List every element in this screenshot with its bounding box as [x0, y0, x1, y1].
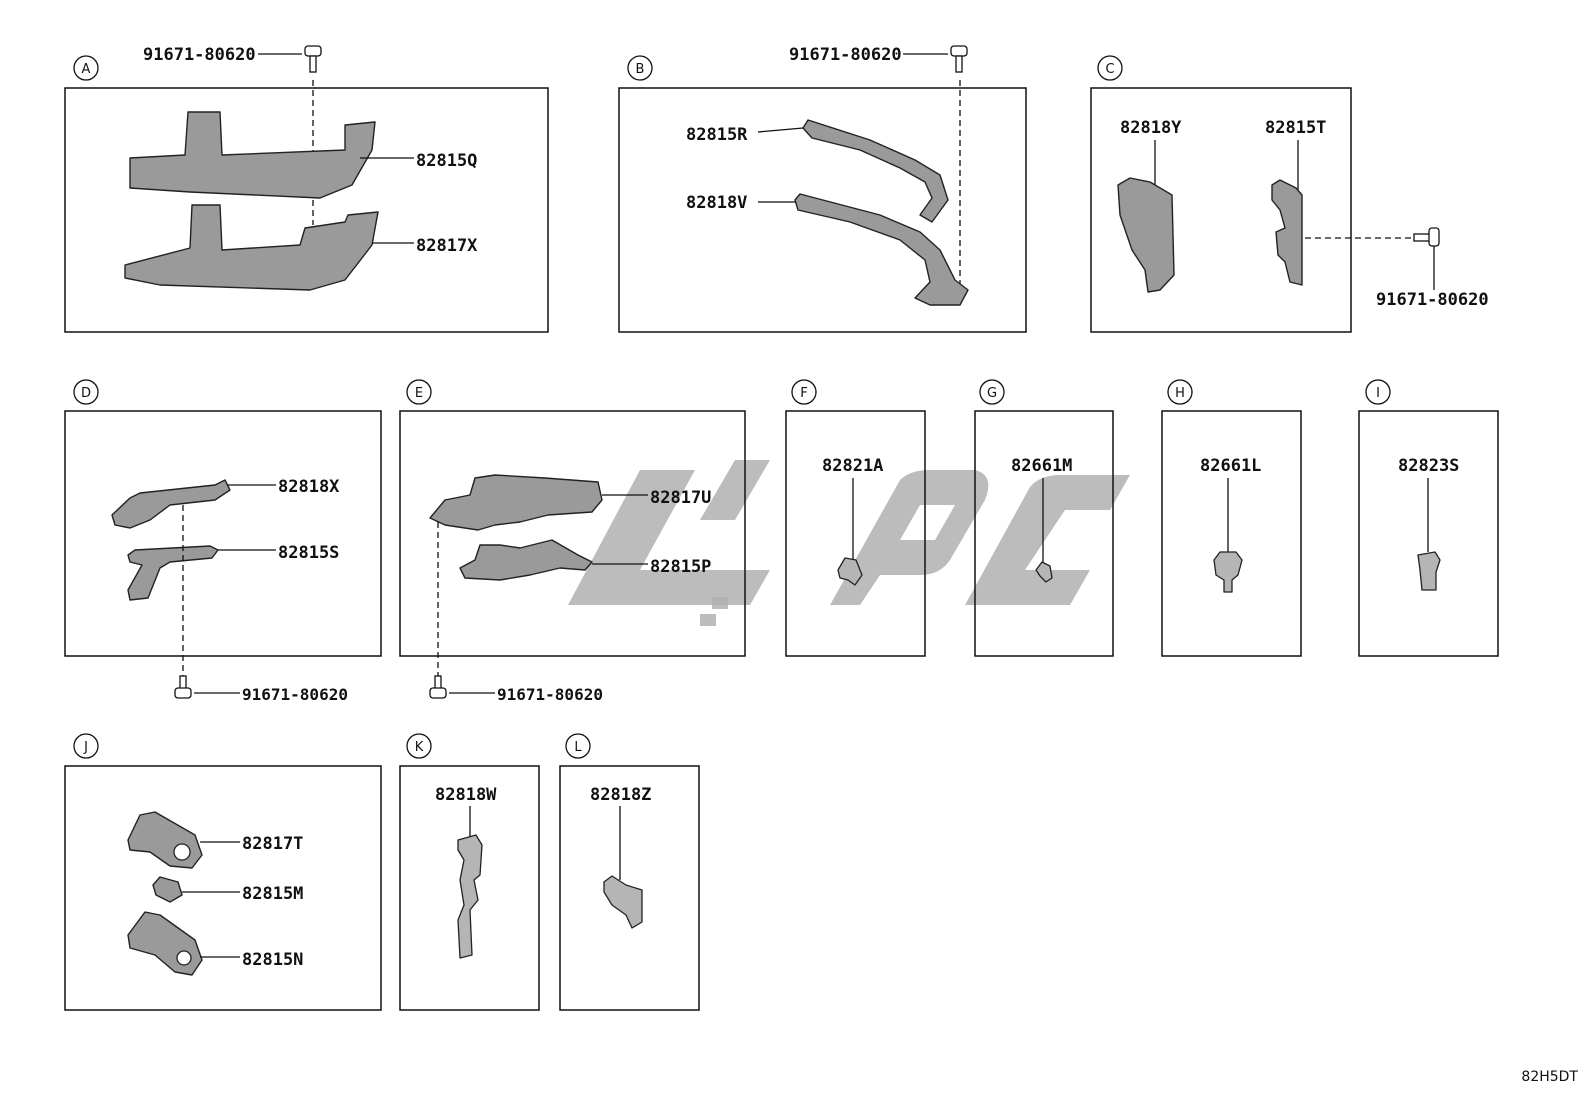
section-i-badge: [1365, 379, 1391, 405]
part-number-82821a[interactable]: 82821A: [822, 456, 883, 476]
part-number-82818v[interactable]: 82818V: [686, 193, 747, 213]
watermark-logo: [568, 460, 1130, 626]
part-number-82818z[interactable]: 82818Z: [590, 785, 651, 805]
part-number-91671-80620-c[interactable]: 91671-80620: [1376, 290, 1489, 310]
section-b: B 91671-80620 82815R 82818V: [618, 45, 1027, 333]
part-number-82815t[interactable]: 82815T: [1265, 118, 1326, 138]
section-k-letter: K: [415, 740, 424, 755]
panel-l: [559, 765, 700, 1011]
panel-g: [974, 410, 1114, 657]
duct-82817x: [124, 204, 379, 291]
clip-82821a: [837, 557, 863, 586]
bracket-82818z: [603, 875, 643, 929]
bracket-82818w: [457, 834, 483, 959]
section-g-badge: [979, 379, 1005, 405]
panel-f: [785, 410, 926, 657]
section-l-letter: L: [574, 740, 582, 755]
part-number-82817x[interactable]: 82817X: [416, 236, 478, 256]
part-number-82815n[interactable]: 82815N: [242, 950, 303, 970]
panel-b: [618, 87, 1027, 333]
section-a: A 91671-80620 82815Q 82817X: [64, 45, 549, 333]
bolt-icon: [304, 45, 322, 73]
panel-k: [399, 765, 540, 1011]
section-f-badge: [791, 379, 817, 405]
section-h: H 82661L: [1161, 379, 1302, 657]
panel-d: [64, 410, 382, 657]
clip-82661l: [1213, 551, 1243, 593]
panel-a: [64, 87, 549, 333]
part-number-91671-80620-d[interactable]: 91671-80620: [242, 685, 348, 704]
part-number-82818x[interactable]: 82818X: [278, 477, 340, 497]
panel-e: [399, 410, 746, 657]
section-h-badge: [1167, 379, 1193, 405]
clip-82823s: [1417, 551, 1441, 591]
section-j: J 82817T 82815M 82815N: [64, 733, 382, 1011]
bracket-82815s: [127, 545, 219, 601]
section-f-letter: F: [800, 386, 807, 401]
duct-82817u: [429, 474, 603, 531]
part-number-82815s[interactable]: 82815S: [278, 543, 339, 563]
section-e-letter: E: [415, 386, 423, 401]
bolt-icon: [950, 45, 968, 73]
section-e: E 82817U 82815P 91671-80620: [399, 379, 746, 704]
section-d-letter: D: [81, 386, 91, 401]
bolt-icon: [174, 675, 192, 699]
bracket-82815t: [1271, 179, 1303, 286]
bolt-icon: [429, 675, 447, 699]
section-b-letter: B: [636, 62, 645, 77]
part-number-82818y[interactable]: 82818Y: [1120, 118, 1182, 138]
part-number-82817u[interactable]: 82817U: [650, 488, 711, 508]
part-number-82815r[interactable]: 82815R: [686, 125, 748, 145]
section-h-letter: H: [1175, 386, 1185, 401]
part-number-91671-80620-e[interactable]: 91671-80620: [497, 685, 603, 704]
duct-82815p: [459, 539, 593, 581]
section-f: F 82821A: [785, 379, 926, 657]
part-number-82815m[interactable]: 82815M: [242, 884, 303, 904]
panel-i: [1358, 410, 1499, 657]
section-d-badge: [73, 379, 99, 405]
panel-h: [1161, 410, 1302, 657]
section-i: I 82823S: [1358, 379, 1499, 657]
duct-82815q: [129, 111, 376, 199]
section-b-badge: [627, 55, 653, 81]
section-a-letter: A: [82, 62, 91, 77]
duct-82818v: [794, 193, 969, 306]
section-l: L 82818Z: [559, 733, 700, 1011]
section-c: C 82818Y 82815T 91671-80620: [1090, 55, 1489, 333]
section-g-letter: G: [987, 386, 997, 401]
section-j-badge: [73, 733, 99, 759]
section-c-letter: C: [1105, 62, 1114, 77]
section-i-letter: I: [1376, 386, 1380, 401]
section-a-badge: [73, 55, 99, 81]
section-j-letter: J: [83, 740, 88, 755]
bracket-82818y: [1117, 177, 1175, 293]
section-d: D 82818X 82815S 91671-80620: [64, 379, 382, 704]
part-number-82815q[interactable]: 82815Q: [416, 151, 477, 171]
bolt-icon: [1413, 227, 1440, 247]
part-number-82661l[interactable]: 82661L: [1200, 456, 1261, 476]
panel-j: [64, 765, 382, 1011]
bracket-82818x: [111, 479, 231, 529]
part-number-82823s[interactable]: 82823S: [1398, 456, 1459, 476]
section-e-badge: [406, 379, 432, 405]
part-number-82817t[interactable]: 82817T: [242, 834, 303, 854]
diagram-code: 82H5DT: [1521, 1069, 1578, 1085]
bracket-82815m: [152, 876, 183, 903]
part-number-82661m[interactable]: 82661M: [1011, 456, 1072, 476]
panel-c: [1090, 87, 1352, 333]
part-number-91671-80620-b[interactable]: 91671-80620: [789, 45, 902, 65]
section-g: G 82661M: [974, 379, 1114, 657]
hose-82815r: [802, 119, 949, 223]
section-k: K 82818W: [399, 733, 540, 1011]
section-c-badge: [1097, 55, 1123, 81]
section-l-badge: [565, 733, 591, 759]
part-number-91671-80620-a[interactable]: 91671-80620: [143, 45, 256, 65]
part-number-82815p[interactable]: 82815P: [650, 557, 711, 577]
part-number-82818w[interactable]: 82818W: [435, 785, 497, 805]
bracket-82815n: [127, 911, 203, 976]
section-k-badge: [406, 733, 432, 759]
clip-82661m: [1035, 561, 1053, 583]
bracket-82817t: [127, 811, 203, 869]
